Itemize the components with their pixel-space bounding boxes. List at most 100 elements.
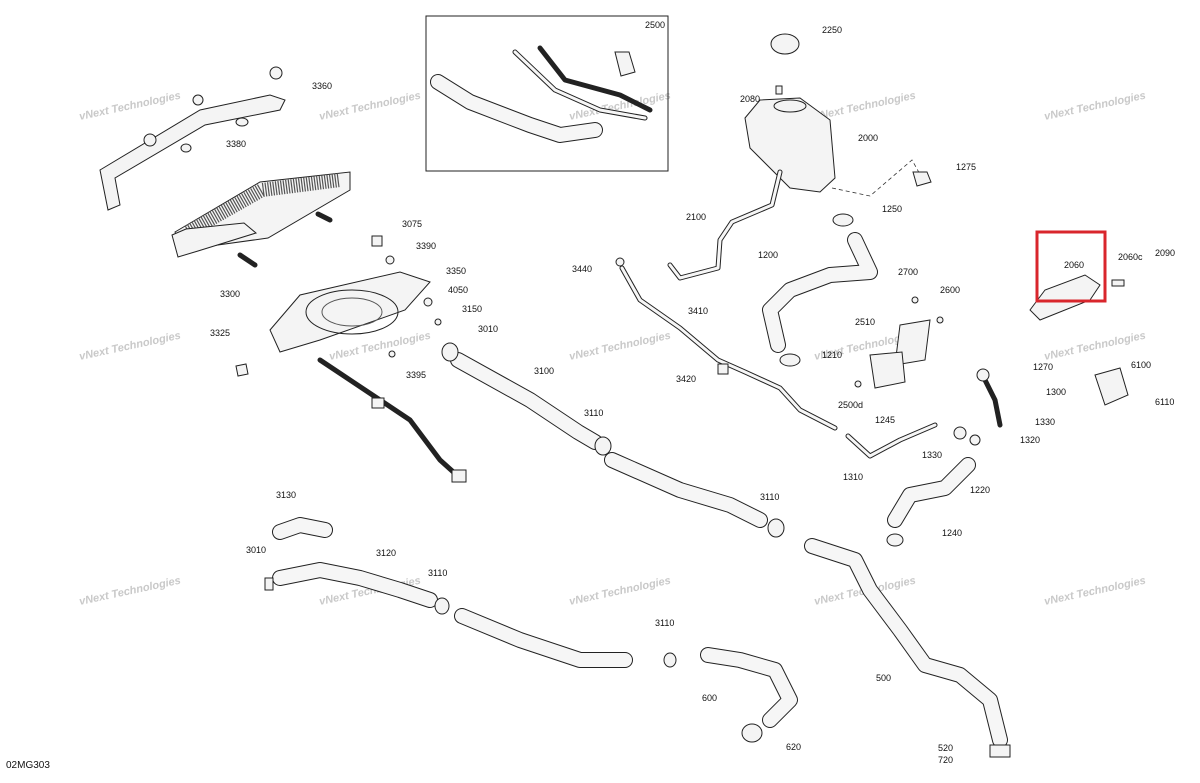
hose-600 <box>700 647 798 743</box>
part-6100 <box>1094 367 1129 406</box>
watermark-7: vNext Technologies <box>568 330 672 363</box>
watermark-text: vNext Technologies <box>568 575 672 608</box>
part-label-720: 720 <box>938 755 953 765</box>
clamp-1250 <box>832 213 854 227</box>
part-label-2060: 2060 <box>1064 260 1084 270</box>
part-label-1300: 1300 <box>1046 387 1066 397</box>
watermark-text: vNext Technologies <box>318 90 422 123</box>
part-label-2600: 2600 <box>940 285 960 295</box>
fan-assembly <box>269 271 467 483</box>
part-label-1245: 1245 <box>875 415 895 425</box>
watermark-layer: vNext Technologies vNext Technologies vNex… <box>78 90 1147 608</box>
part-label-3150: 3150 <box>462 304 482 314</box>
radiator <box>171 171 351 268</box>
part-label-3325: 3325 <box>210 328 230 338</box>
part-label-2100: 2100 <box>686 212 706 222</box>
part-label-6100: 6100 <box>1131 360 1151 370</box>
part-label-3360: 3360 <box>312 81 332 91</box>
part-label-1240: 1240 <box>942 528 962 538</box>
inset-box <box>425 15 669 172</box>
fasteners <box>235 235 625 377</box>
watermark-text: vNext Technologies <box>78 90 182 123</box>
part-label-1330a: 1330 <box>1035 417 1055 427</box>
watermark-text: vNext Technologies <box>78 575 182 608</box>
part-label-1310: 1310 <box>843 472 863 482</box>
part-label-3010a: 3010 <box>478 324 498 334</box>
watermark-10: vNext Technologies <box>78 575 182 608</box>
watermark-text: vNext Technologies <box>1043 90 1147 123</box>
part-label-1220: 1220 <box>970 485 990 495</box>
thermostat-housing <box>779 296 944 389</box>
part-label-520: 520 <box>938 743 953 753</box>
part-label-3350: 3350 <box>446 266 466 276</box>
part-label-2700: 2700 <box>898 267 918 277</box>
part-label-2250: 2250 <box>822 25 842 35</box>
watermark-9: vNext Technologies <box>1043 330 1147 363</box>
part-label-4050: 4050 <box>448 285 468 295</box>
part-label-6110: 6110 <box>1155 397 1174 407</box>
part-label-2500d: 2500d <box>838 400 863 410</box>
part-label-2090: 2090 <box>1155 248 1175 258</box>
part-label-1275: 1275 <box>956 162 976 172</box>
hose-3100 <box>441 342 612 456</box>
coolant-tank <box>744 33 836 193</box>
watermark-14: vNext Technologies <box>1043 575 1147 608</box>
part-label-3120: 3120 <box>376 548 396 558</box>
tank-dash-link <box>831 159 923 197</box>
tank-cap-1275 <box>912 171 932 187</box>
hose-1200 <box>762 232 878 353</box>
part-label-3390: 3390 <box>416 241 436 251</box>
part-label-3300: 3300 <box>220 289 240 299</box>
part-label-2500: 2500 <box>645 20 665 30</box>
hose-3120 <box>272 562 450 615</box>
watermark-1: vNext Technologies <box>318 90 422 123</box>
watermark-4: vNext Technologies <box>1043 90 1147 123</box>
part-label-3075: 3075 <box>402 219 422 229</box>
part-label-1250: 1250 <box>882 204 902 214</box>
hose-500 <box>804 538 1011 758</box>
hose-3130 <box>272 517 333 540</box>
watermark-text: vNext Technologies <box>568 330 672 363</box>
part-label-1200: 1200 <box>758 250 778 260</box>
part-label-2000: 2000 <box>858 133 878 143</box>
part-label-3380: 3380 <box>226 139 246 149</box>
label-layer: 2500 2250 2080 2000 1275 1250 2100 1200 2700 2600… <box>210 20 1175 765</box>
watermark-text: vNext Technologies <box>813 90 917 123</box>
watermark-6: vNext Technologies <box>328 330 432 363</box>
reference-code: 02MG303 <box>6 760 50 771</box>
watermark-5: vNext Technologies <box>78 330 182 363</box>
hose-1310 <box>845 368 1003 547</box>
part-label-1210: 1210 <box>822 350 842 360</box>
hose-long-mid <box>604 452 785 538</box>
part-label-3440: 3440 <box>572 264 592 274</box>
hose-lower-mid <box>454 608 677 668</box>
inset-pipes <box>430 45 653 143</box>
part-label-1330b: 1330 <box>922 450 942 460</box>
watermark-text: vNext Technologies <box>1043 330 1147 363</box>
part-label-3110d: 3110 <box>655 618 674 628</box>
part-label-1320: 1320 <box>1020 435 1040 445</box>
part-label-3130: 3130 <box>276 490 296 500</box>
part-label-3410: 3410 <box>688 306 708 316</box>
part-label-2080: 2080 <box>740 94 760 104</box>
highlight-box-2060 <box>1035 230 1107 303</box>
radiator-bracket <box>99 66 286 211</box>
hose-2100 <box>667 169 783 281</box>
watermark-text: vNext Technologies <box>1043 575 1147 608</box>
part-label-2060c: 2060c <box>1118 252 1143 262</box>
part-label-2510: 2510 <box>855 317 875 327</box>
part-2060 <box>1029 274 1125 321</box>
line-3410 <box>619 265 838 431</box>
clamp-3010b <box>264 577 274 591</box>
watermark-3: vNext Technologies <box>813 90 917 123</box>
watermark-12: vNext Technologies <box>568 575 672 608</box>
part-label-3010b: 3010 <box>246 545 266 555</box>
part-label-3110c: 3110 <box>428 568 447 578</box>
part-label-3100: 3100 <box>534 366 554 376</box>
part-label-620: 620 <box>786 742 801 752</box>
part-label-3110b: 3110 <box>760 492 779 502</box>
watermark-text: vNext Technologies <box>78 330 182 363</box>
watermark-text: vNext Technologies <box>328 330 432 363</box>
